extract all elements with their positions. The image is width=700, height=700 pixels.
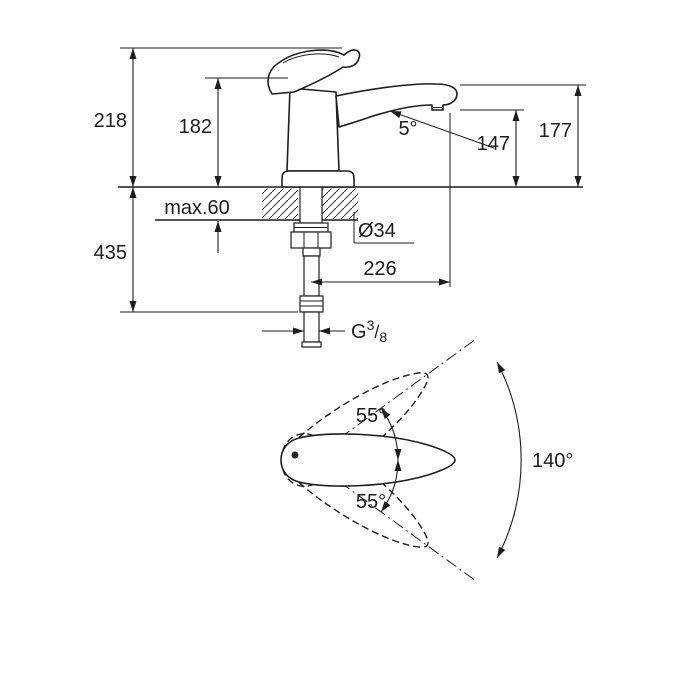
dimension-hole-diameter: Ø34 bbox=[353, 212, 414, 244]
dim-218-label: 218 bbox=[94, 110, 127, 132]
flex-hose-upper bbox=[303, 255, 320, 297]
swivel-axis-down bbox=[321, 468, 477, 582]
hose-end-fitting bbox=[301, 341, 322, 348]
handle-outline-dashed-up bbox=[281, 372, 429, 487]
mounting-nut bbox=[290, 231, 332, 249]
dim-d34-label: Ø34 bbox=[358, 220, 396, 242]
dim-55-down-label: 55° bbox=[356, 491, 386, 513]
handle-position-up bbox=[281, 372, 429, 487]
faucet-body bbox=[286, 87, 340, 172]
handle-outline-dashed-down bbox=[281, 433, 429, 548]
handle-outline-solid bbox=[280, 433, 456, 487]
dimension-height-to-spout: 182 bbox=[179, 77, 288, 187]
counter-hatch-left bbox=[262, 188, 298, 219]
dimension-spout-tip-height: 177 bbox=[460, 84, 586, 187]
side-view: 218 182 max.60 435 Ø34 177 bbox=[94, 47, 586, 348]
spray-angle-line bbox=[389, 110, 495, 149]
arc-140-total bbox=[496, 361, 522, 559]
flex-hose-lower bbox=[303, 311, 320, 343]
hose-connector bbox=[299, 295, 324, 313]
thread-numerator: 3 bbox=[367, 317, 375, 333]
thread-slash: / bbox=[374, 322, 379, 342]
dim-max60-label: max.60 bbox=[164, 197, 230, 219]
dim-5deg-label: 5° bbox=[398, 118, 417, 140]
hose-collar bbox=[302, 247, 321, 257]
dim-435-label: 435 bbox=[94, 242, 127, 264]
dimension-spray-angle: 5° bbox=[389, 110, 495, 149]
lever-detail-line bbox=[282, 53, 340, 64]
arc-55-up bbox=[380, 407, 402, 461]
dimension-spout-reach: 226 bbox=[311, 113, 451, 287]
counter-section bbox=[118, 186, 583, 221]
counter-hatch-right bbox=[322, 188, 358, 219]
thread-prefix: G bbox=[351, 321, 367, 343]
dim-55-up-label: 55° bbox=[356, 405, 386, 427]
dim-177-label: 177 bbox=[539, 120, 572, 142]
faucet-base bbox=[281, 170, 355, 188]
dim-182-label: 182 bbox=[179, 116, 212, 138]
thread-denominator: 8 bbox=[379, 329, 387, 345]
dim-226-label: 226 bbox=[363, 258, 396, 280]
handle-position-center bbox=[280, 433, 456, 487]
dim-140-label: 140° bbox=[532, 450, 573, 472]
dim-thread-label: G3/8 bbox=[351, 317, 387, 345]
dimension-counter-thickness: max.60 bbox=[164, 197, 230, 253]
faucet-side-profile bbox=[267, 49, 458, 188]
threaded-shank bbox=[299, 186, 323, 224]
dim-147-label: 147 bbox=[477, 133, 510, 155]
arc-55-down bbox=[380, 459, 402, 513]
handle-pivot-dot bbox=[291, 451, 299, 459]
handle-position-down bbox=[281, 433, 429, 548]
swivel-axis-up bbox=[321, 338, 477, 452]
spout bbox=[335, 83, 458, 128]
dimension-thread-size: G3/8 bbox=[262, 317, 387, 345]
dimension-height-overall: 218 bbox=[94, 47, 342, 187]
lever-handle bbox=[267, 49, 361, 95]
top-view: 55° 55° 140° bbox=[280, 338, 573, 582]
dimension-below-counter: 435 bbox=[94, 187, 298, 313]
under-counter-assembly bbox=[290, 186, 332, 348]
dimension-outlet-height: 147 bbox=[460, 109, 524, 187]
